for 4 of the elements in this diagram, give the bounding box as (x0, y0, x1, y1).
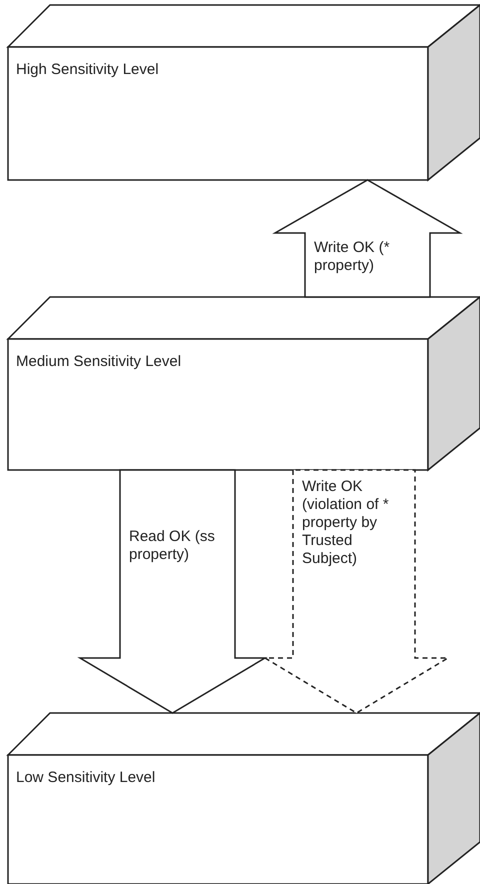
level-label: Low Sensitivity Level (16, 769, 156, 787)
block-arrow (77, 469, 268, 714)
level-label: Medium Sensitivity Level (16, 353, 182, 371)
level-label: High Sensitivity Level (16, 61, 159, 79)
